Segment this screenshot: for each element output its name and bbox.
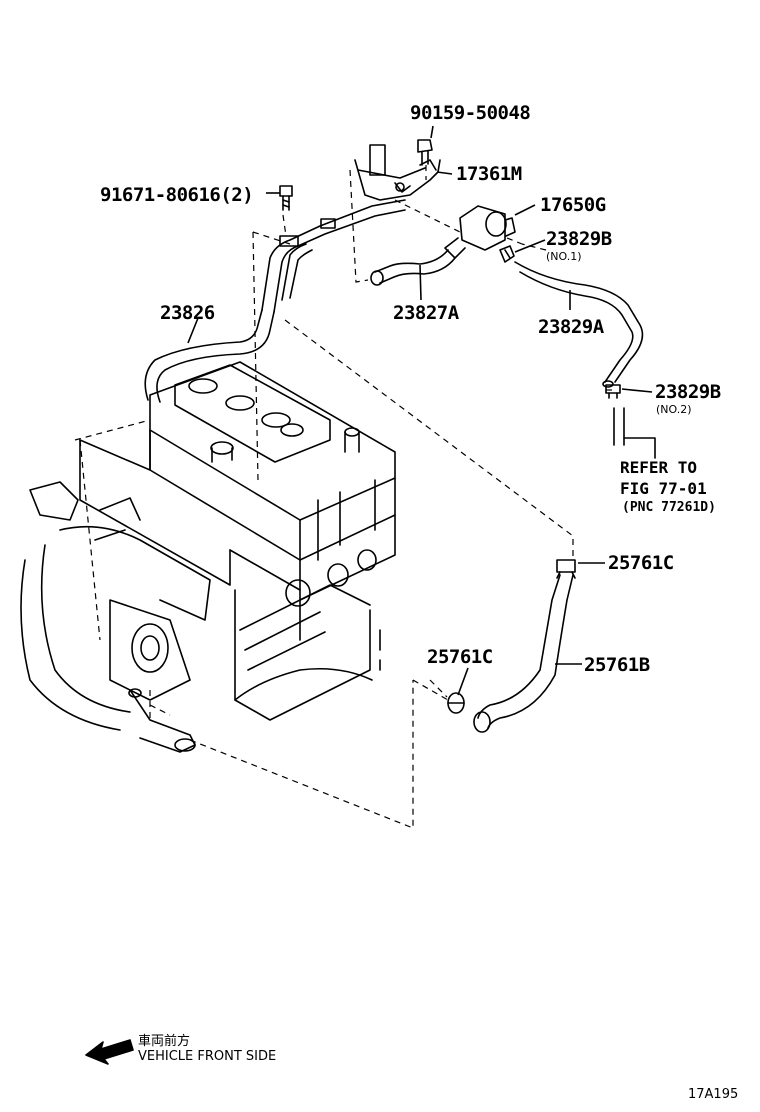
label-17650G: 17650G xyxy=(540,194,606,216)
hose-23827A xyxy=(370,249,456,286)
clamp-23829B-no2 xyxy=(605,384,621,399)
bolt-90159 xyxy=(417,139,433,166)
label-no1: (NO.1) xyxy=(546,250,582,263)
label-23827A: 23827A xyxy=(393,302,459,324)
clamp-23829B-no1 xyxy=(499,245,515,263)
figure-id: 17A195 xyxy=(688,1087,739,1102)
refer-line3: (PNC 77261D) xyxy=(622,500,716,515)
vehicle-front-arrow-icon xyxy=(85,1039,134,1065)
valve-17650G xyxy=(444,205,516,259)
vehicle-front-jp: 車両前方 xyxy=(138,1034,191,1049)
clamp-25761C-upper xyxy=(556,559,576,579)
hose-23826 xyxy=(144,199,406,403)
label-17361M: 17361M xyxy=(456,163,522,185)
vehicle-front-en: VEHICLE FRONT SIDE xyxy=(138,1049,277,1064)
label-90159-50048: 90159-50048 xyxy=(410,102,531,124)
label-23829B-no1: 23829B xyxy=(546,228,612,250)
label-25761B: 25761B xyxy=(584,654,650,676)
label-25761C-upper: 25761C xyxy=(608,552,674,574)
refer-line1: REFER TO xyxy=(620,458,698,477)
hose-23829A xyxy=(514,261,644,388)
label-23829B-no2: 23829B xyxy=(655,381,721,403)
hose-25761B xyxy=(473,574,574,733)
refer-line2: FIG 77-01 xyxy=(620,479,707,498)
ref-pipe xyxy=(613,407,656,459)
clamp-25761C-lower xyxy=(447,692,465,714)
label-91671-80616: 91671-80616(2) xyxy=(100,184,254,206)
intake-manifold xyxy=(20,481,211,753)
label-no2: (NO.2) xyxy=(656,403,692,416)
label-23829A: 23829A xyxy=(538,316,604,338)
label-25761C-lower: 25761C xyxy=(427,646,493,668)
label-23826: 23826 xyxy=(160,302,215,324)
engine-block xyxy=(79,361,396,721)
bolt-91671 xyxy=(279,185,293,211)
